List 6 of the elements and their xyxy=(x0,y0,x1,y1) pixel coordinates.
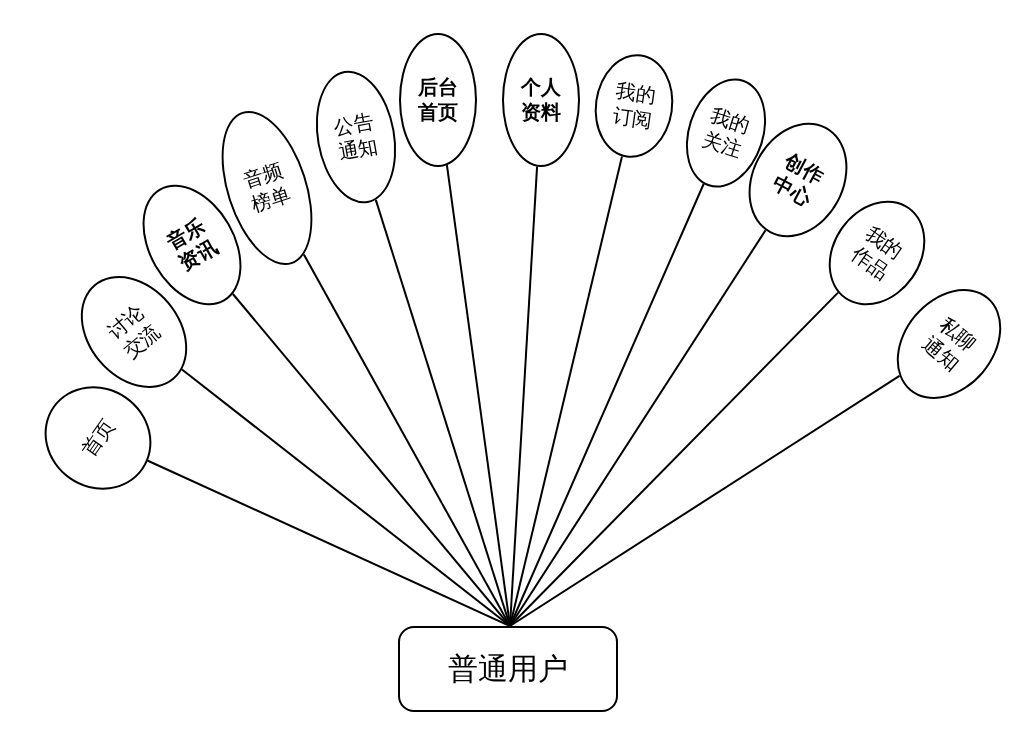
connector-line xyxy=(146,459,511,627)
function-ellipse: 个人资料 xyxy=(502,33,580,167)
role-box: 普通用户 xyxy=(398,626,618,712)
function-ellipse: 后台首页 xyxy=(399,33,477,167)
connector-line xyxy=(509,374,901,627)
connector-line xyxy=(509,291,840,627)
